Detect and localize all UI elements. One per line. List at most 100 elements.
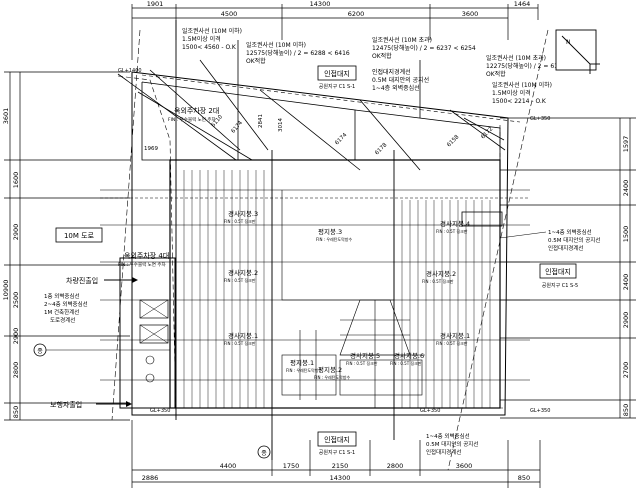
parking-2-title: 옥외주차장 2대 <box>174 106 219 115</box>
grid-lines <box>175 20 395 460</box>
roof-flat-3: 평지붕.3 <box>318 227 342 236</box>
note-5: 일조권사선 (10M 이하) 1.5M이상 이격 1500< 2214 - O.… <box>492 81 552 105</box>
note-6-line-1: 인접대지경계선 <box>372 68 411 76</box>
adjacent-lot-right-sub: 공원지구 C1 S-5 <box>542 282 578 289</box>
note-2-line-1: 일조권사선 (10M 이하) <box>246 41 306 49</box>
roof-slope-4: 경사지붕.4 <box>440 219 470 228</box>
dim-left-8: 850 <box>12 406 20 418</box>
adjacent-lot-top: 인접대지 공원지구 C1 S-1 <box>317 65 357 90</box>
roof-flat-2-sub: FIN : 우레탄도막방수 <box>314 374 350 380</box>
roof-flat-1: 평지붕.1 <box>290 358 314 367</box>
level-mark-2: GL+350 <box>530 116 550 122</box>
left-note-1: 1층 외벽중심선 <box>44 292 80 300</box>
dim-left-3: 2900 <box>12 224 20 241</box>
diagonal-dims: 6110 6174 6174 6178 6158 6172 <box>210 114 494 157</box>
roof-slope-2a-sub: FIN : 0.5T 징크판 <box>224 277 256 283</box>
adjacent-lot-right: 인접대지 공원지구 C1 S-5 <box>539 263 578 289</box>
dim-left-6: 2900 <box>12 328 20 345</box>
left-note-3: 1M 건축한계선 <box>44 308 79 316</box>
roof-slope-6-sub: FIN : 0.5T 징크판 <box>390 360 422 366</box>
roof-slope-2b-sub: FIN : 0.5T 징크판 <box>422 278 454 284</box>
dim-bottom-8: 850 <box>518 474 530 482</box>
dim-left-5: 2500 <box>12 292 20 309</box>
level-marks: GL+1400 GL+350 GL+350 GL+350 GL+350 <box>118 68 550 414</box>
roof-slope-2a: 경사지붕.2 <box>228 268 258 277</box>
dim-bottom-1: 4400 <box>220 462 237 470</box>
diag-dim-3: 6174 <box>334 132 348 146</box>
dim-right-5: 2900 <box>622 312 630 329</box>
dim-bottom-4: 2800 <box>387 462 404 470</box>
dim-right-7: 850 <box>622 404 630 416</box>
note-3-line-1: 일조권사선 (10M 초과) <box>372 36 432 44</box>
dim-bottom-7: 14300 <box>330 474 351 482</box>
right-dimension-texts: 1597 2400 1500 2400 2900 2700 850 <box>622 136 630 416</box>
parking-2-label: 옥외주차장 2대 FIN : 투수블럭 노면 주차 <box>168 106 219 123</box>
roof-flat-1-sub: FIN : 우레탄도막방수 <box>286 367 322 373</box>
dim-top-6: 3600 <box>462 10 479 18</box>
roof-slope-1b-sub: FIN : 0.5T 징크판 <box>436 340 468 346</box>
left-symbol-text: 종 <box>37 348 43 355</box>
dim-right-3: 1500 <box>622 226 630 243</box>
bottom-block-notes: 1~4층 외벽중심선 0.5M 대지안의 공지선 인접대지경계선 <box>426 432 478 456</box>
right-note-3: 인접대지경계선 <box>548 244 583 252</box>
roof-slope-1-sub: FIN : 0.5T 징크판 <box>224 340 256 346</box>
left-symbol: 종 <box>33 343 170 357</box>
roof-slope-1b: 경사지붕.1 <box>440 331 470 340</box>
right-note-2: 0.5M 대지안의 공지선 <box>548 236 600 244</box>
note-6-line-2: 0.5M 대지안의 공지선 <box>372 76 429 84</box>
note-5-line-2: 1.5M이상 이격 <box>492 89 531 97</box>
roof-slope-3: 경사지붕.3 <box>228 209 258 218</box>
car-entry-text: 차량진출입 <box>66 276 98 285</box>
parking-4-label: 옥외주차장 4대 FIN : 투수블럭 노면 주차 <box>118 251 169 268</box>
right-block-notes: 1~4층 외벽중심선 0.5M 대지안의 공지선 인접대지경계선 <box>499 228 600 252</box>
roof-slope-4-sub: FIN : 0.5T 징크판 <box>436 228 468 234</box>
right-note-1: 1~4층 외벽중심선 <box>548 228 592 236</box>
dim-top-2: 14300 <box>310 0 331 8</box>
roof-slope-5: 경사지붕.5 <box>350 351 380 360</box>
note-4-line-3: OK적합 <box>486 70 506 78</box>
dimension-texts: 1901 14300 1464 4500 6200 3600 4400 1750… <box>142 0 531 482</box>
parking-4-sub: FIN : 투수블럭 노면 주차 <box>118 261 166 268</box>
dim-right-6: 2700 <box>622 362 630 379</box>
level-mark-5: GL+350 <box>420 408 440 414</box>
dim-bottom-6: 2886 <box>142 474 159 482</box>
roof-slope-1: 경사지붕.1 <box>228 331 258 340</box>
note-3-line-3: OK적합 <box>372 52 392 60</box>
bottom-note-1: 1~4층 외벽중심선 <box>426 432 470 440</box>
left-note-2: 2~4층 외벽중심선 <box>44 300 88 308</box>
note-3: 일조권사선 (10M 초과) 12475(당해높이) / 2 = 6237 < … <box>372 36 476 60</box>
bottom-symbol-text: 종 <box>261 450 267 457</box>
car-entry: 차량진출입 <box>66 276 138 285</box>
left-note-4: 도로경계선 <box>50 316 75 324</box>
note-4-line-2: 12275(당해높이) / 2 = 6138 < 6159 <box>486 62 590 70</box>
inner-dims: 1969 2841 3014 <box>144 114 284 152</box>
bottom-note-3: 인접대지경계선 <box>426 448 461 456</box>
dim-right-4: 2400 <box>622 274 630 291</box>
roof-labels: 경사지붕.3 FIN : 0.5T 징크판 평지붕.3 FIN : 우레탄도막방… <box>224 209 470 380</box>
bottom-note-2: 0.5M 대지안의 공지선 <box>426 440 478 448</box>
dim-left-7: 2800 <box>12 362 20 379</box>
dim-top-1: 1901 <box>147 0 164 8</box>
adjacent-lot-right-label: 인접대지 <box>545 267 571 276</box>
roof-slope-5-sub: FIN : 0.5T 징크판 <box>346 360 378 366</box>
diag-dim-4: 6178 <box>374 142 388 156</box>
adjacent-lot-bottom-sub: 공원지구 C1 S-1 <box>319 449 355 456</box>
note-1-line-1: 일조권사선 (10M 이하) <box>182 27 242 35</box>
dim-bottom-5: 3600 <box>456 462 473 470</box>
inner-dim-1: 1969 <box>144 146 158 152</box>
dim-top-3: 1464 <box>514 0 531 8</box>
adjacent-lot-bottom: 인접대지 공원지구 C1 S-1 <box>317 431 357 456</box>
road-label-text: 10M 도로 <box>64 232 95 240</box>
north-arrow-icon: N <box>555 29 600 74</box>
road-label: 10M 도로 <box>55 227 103 243</box>
note-2-line-2: 12575(당해높이) / 2 = 6288 < 6416 <box>246 49 350 57</box>
dim-top-4: 4500 <box>221 10 238 18</box>
roof-flat-3-sub: FIN : 우레탄도막방수 <box>316 236 352 242</box>
left-dimension-texts: 3601 1600 2900 10900 2500 2900 2800 850 <box>2 108 20 418</box>
diag-dim-2: 6174 <box>230 120 244 135</box>
note-6: 인접대지경계선 0.5M 대지안의 공지선 1~4층 외벽중심선 <box>372 68 429 92</box>
roof-slope-6: 경사지붕.6 <box>394 351 424 360</box>
roof-slope-3-sub: FIN : 0.5T 징크판 <box>224 218 256 224</box>
bottom-symbol: 종 <box>257 445 271 459</box>
